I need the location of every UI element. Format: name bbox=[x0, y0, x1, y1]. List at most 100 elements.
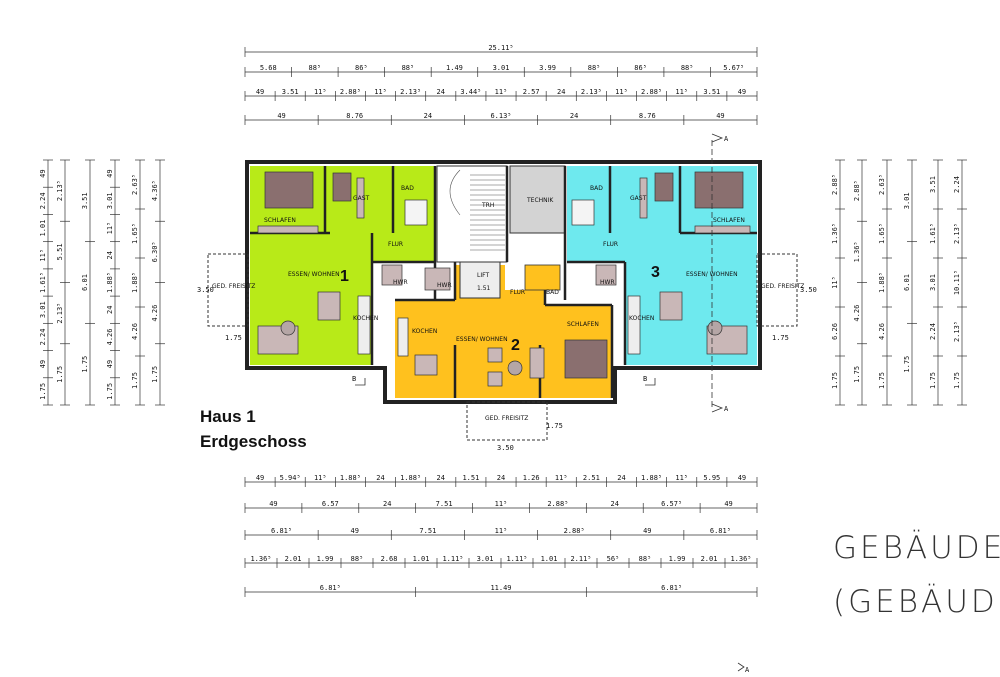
dimension-value: 3.01 bbox=[39, 301, 47, 318]
dimension-value: 49 bbox=[39, 360, 47, 368]
terrace-dim: 1.75 bbox=[546, 422, 563, 430]
dimension-value: 1.75 bbox=[953, 372, 961, 389]
unit-2-furniture bbox=[397, 267, 608, 387]
dimension-value: 4.26 bbox=[853, 305, 861, 322]
dimension-value: 1.65⁵ bbox=[878, 223, 886, 244]
dimension-value: 3.01 bbox=[477, 555, 494, 563]
dimension-value: 1.75 bbox=[131, 372, 139, 389]
guest-wardrobe bbox=[356, 177, 365, 219]
dimension-value: 1.01 bbox=[541, 555, 558, 563]
dimension-value: 24 bbox=[611, 500, 619, 508]
dimension-lines bbox=[43, 47, 967, 597]
wardrobe bbox=[257, 225, 319, 234]
dimension-value: 2.63⁵ bbox=[131, 174, 139, 195]
stair-treads bbox=[449, 169, 505, 251]
dimension-value: 1.88⁵ bbox=[340, 474, 361, 482]
dimension-value: 1.36⁵ bbox=[831, 223, 839, 244]
dimension-value: 2.11⁵ bbox=[570, 555, 591, 563]
dimension-value: 1.88⁵ bbox=[106, 272, 114, 293]
dimension-value: 6.30⁵ bbox=[151, 241, 159, 262]
section-label-b-right: B bbox=[643, 375, 647, 383]
dimension-value: 3.01 bbox=[903, 192, 911, 209]
dimension-value: 1.01 bbox=[413, 555, 430, 563]
dimension-value: 2.13⁵ bbox=[581, 88, 602, 96]
staircase bbox=[436, 165, 508, 263]
dimension-value: 49 bbox=[350, 527, 358, 535]
dimension-value: 49 bbox=[724, 500, 732, 508]
dimension-value: 49 bbox=[106, 169, 114, 177]
dimension-value: 49 bbox=[256, 474, 264, 482]
dimension-value: 49 bbox=[716, 112, 724, 120]
dimension-value: 6.01 bbox=[81, 274, 89, 291]
terrace-dim: 1.75 bbox=[772, 334, 789, 342]
dimension-value: 6.26 bbox=[831, 323, 839, 340]
room-label: KOCHEN bbox=[353, 315, 378, 322]
dimension-value: 11⁵ bbox=[374, 88, 387, 96]
dimension-value: 7.51 bbox=[419, 527, 436, 535]
dimension-value: 1.01 bbox=[39, 220, 47, 237]
dimension-value: 1.75 bbox=[151, 366, 159, 383]
dimension-value: 2.88⁵ bbox=[564, 527, 585, 535]
unit-1-number: 1 bbox=[340, 268, 349, 285]
dimension-value: 24 bbox=[106, 251, 114, 259]
hwr-shelf bbox=[595, 264, 617, 286]
dimension-value: 1.88⁵ bbox=[641, 474, 662, 482]
room-label: KOCHEN bbox=[629, 315, 654, 322]
terrace-label: GED. FREISITZ bbox=[485, 415, 528, 422]
dimension-value: 2.01 bbox=[285, 555, 302, 563]
terraces bbox=[207, 253, 798, 441]
dimension-value: 2.51 bbox=[583, 474, 600, 482]
unit-3-furniture bbox=[571, 171, 751, 355]
dimension-value: 2.24 bbox=[39, 192, 47, 209]
guest-bed bbox=[332, 172, 352, 202]
dimension-value: 5.95 bbox=[703, 474, 720, 482]
dimension-value: 8.76 bbox=[639, 112, 656, 120]
terrace-3 bbox=[756, 253, 798, 327]
dimension-value: 10.11⁵ bbox=[953, 270, 961, 295]
dimension-value: 2.13⁵ bbox=[56, 303, 64, 324]
dimension-value: 11⁵ bbox=[555, 474, 568, 482]
dimension-value: 1.99 bbox=[669, 555, 686, 563]
dimension-value: 11⁵ bbox=[314, 474, 327, 482]
dimension-value: 1.99 bbox=[317, 555, 334, 563]
dimension-value: 88⁵ bbox=[351, 555, 364, 563]
dimension-value: 6.57⁵ bbox=[661, 500, 682, 508]
unit-2-bath bbox=[524, 264, 561, 291]
dimension-value: 88⁵ bbox=[402, 64, 415, 72]
dimension-value: 24 bbox=[437, 88, 445, 96]
dimension-value: 4.26 bbox=[106, 329, 114, 346]
armchair bbox=[487, 347, 503, 363]
dimension-value: 2.88⁵ bbox=[641, 88, 662, 96]
dimension-value: 86⁵ bbox=[355, 64, 368, 72]
kitchen-counter bbox=[627, 295, 641, 355]
dimension-value: 24 bbox=[424, 112, 432, 120]
dimension-value: 1.75 bbox=[903, 356, 911, 373]
dimension-value: 24 bbox=[497, 474, 505, 482]
dimension-value: 49 bbox=[738, 474, 746, 482]
dimension-value: 1.36⁵ bbox=[250, 555, 271, 563]
section-line-b bbox=[355, 378, 656, 386]
dimension-value: 2.24 bbox=[929, 323, 937, 340]
room-label: BAD bbox=[546, 289, 559, 296]
unit-1-area bbox=[250, 166, 435, 365]
terrace-dim: 3.50 bbox=[497, 444, 514, 452]
dimension-value: 2.88⁵ bbox=[340, 88, 361, 96]
room-label: SCHLAFEN bbox=[713, 217, 745, 224]
dimension-value: 1.88⁵ bbox=[878, 272, 886, 293]
dimension-value: 1.88⁵ bbox=[400, 474, 421, 482]
guest-bed bbox=[654, 172, 674, 202]
terrace-1 bbox=[207, 253, 249, 327]
room-label: BAD bbox=[401, 185, 414, 192]
terrace-2 bbox=[466, 401, 548, 441]
dimension-value: 6.81⁵ bbox=[320, 584, 341, 592]
unit-3-number: 3 bbox=[651, 264, 660, 281]
room-label: LIFT bbox=[477, 272, 489, 279]
dimension-value: 1.75 bbox=[106, 383, 114, 400]
terrace-dim: 3.50 bbox=[197, 286, 214, 294]
dimension-value: 1.36⁵ bbox=[853, 241, 861, 262]
dimension-value: 24 bbox=[557, 88, 565, 96]
dimension-value: 88⁵ bbox=[588, 64, 601, 72]
terrace-dim: 1.75 bbox=[225, 334, 242, 342]
unit-1-furniture bbox=[257, 171, 428, 355]
dimension-value: 5.94⁵ bbox=[280, 474, 301, 482]
